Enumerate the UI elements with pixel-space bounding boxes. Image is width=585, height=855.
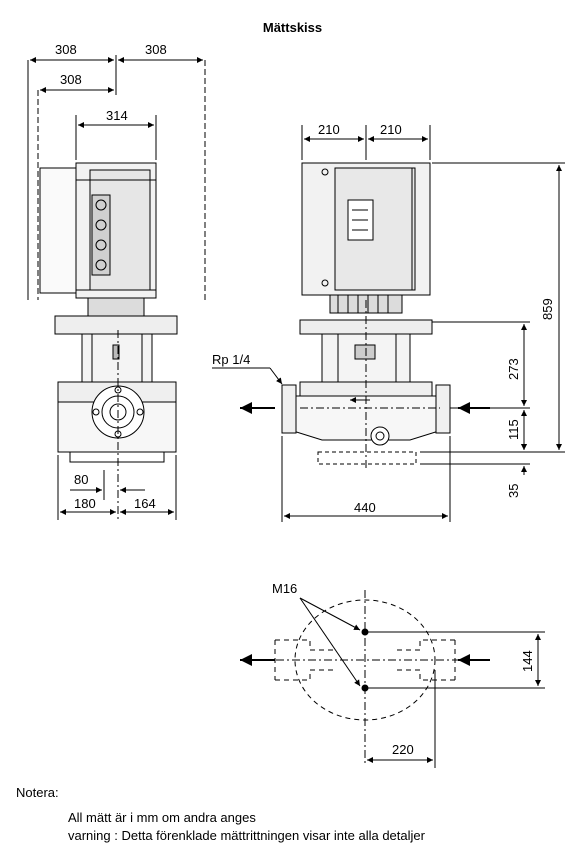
dim-base-offset: 80 bbox=[74, 472, 88, 487]
dim-front-left-total: 308 bbox=[55, 42, 77, 57]
dim-base-left: 180 bbox=[74, 496, 96, 511]
front-view bbox=[27, 55, 206, 520]
dim-front-left-inner: 308 bbox=[60, 72, 82, 87]
dim-base-right: 164 bbox=[134, 496, 156, 511]
dimension-drawing: 308 308 308 314 210 210 859 273 115 35 4… bbox=[27, 42, 565, 768]
dim-height-flange: 115 bbox=[506, 419, 521, 440]
notes-heading: Notera: bbox=[16, 785, 59, 800]
dim-foot-spacing: 144 bbox=[520, 650, 535, 672]
dim-front-right-total: 308 bbox=[145, 42, 167, 57]
note-warning: varning : Detta förenklade mättrittninge… bbox=[68, 828, 425, 843]
dim-height-total: 859 bbox=[540, 298, 555, 320]
dim-thread: Rp 1/4 bbox=[212, 352, 250, 367]
dim-side-left: 210 bbox=[318, 122, 340, 137]
dim-motor-width: 314 bbox=[106, 108, 128, 123]
dim-side-right: 210 bbox=[380, 122, 402, 137]
note-units: All mätt är i mm om andra anges bbox=[68, 810, 256, 825]
dim-foot-length: 220 bbox=[392, 742, 414, 757]
dim-height-base: 35 bbox=[506, 484, 521, 498]
dim-bolt: M16 bbox=[272, 581, 297, 596]
dim-height-upper: 273 bbox=[506, 358, 521, 380]
side-view bbox=[212, 125, 565, 522]
dim-port-length: 440 bbox=[354, 500, 376, 515]
foot-view bbox=[240, 590, 545, 768]
page-title: Mättskiss bbox=[262, 20, 323, 35]
